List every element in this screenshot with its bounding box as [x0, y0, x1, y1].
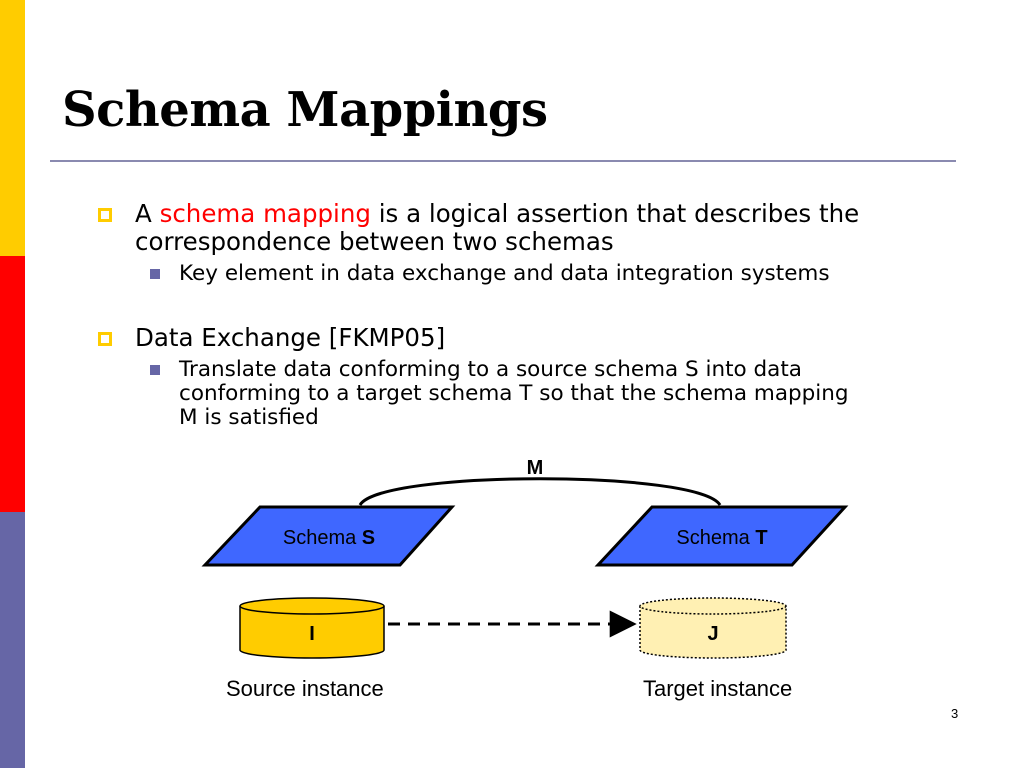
bullet-2-sub-line-2: conforming to a target schema T so that … — [179, 381, 849, 406]
hollow-square-bullet-icon — [98, 332, 112, 346]
schema-target-label: Schema T — [676, 527, 767, 549]
accent-bar-red — [0, 256, 25, 512]
target-instance-database-icon — [639, 597, 787, 659]
hollow-square-bullet-icon — [98, 208, 112, 222]
source-instance-label: I — [309, 623, 315, 645]
schema-source-shape — [201, 505, 456, 567]
filled-square-bullet-icon — [150, 269, 160, 279]
schema-source-label: Schema S — [283, 527, 375, 549]
bullet-1-text: A schema mapping is a logical assertion … — [135, 200, 995, 228]
mapping-label: M — [527, 457, 544, 479]
mapping-arc — [358, 477, 722, 506]
source-instance-database-icon — [239, 597, 385, 659]
schema-target-shape — [594, 505, 849, 567]
schema-target-name: T — [755, 527, 767, 549]
slide-title: Schema Mappings — [62, 82, 548, 138]
schema-source-name: S — [362, 527, 375, 549]
schema-target-prefix: Schema — [676, 527, 755, 549]
target-instance-label: J — [707, 623, 718, 645]
title-underline — [50, 160, 956, 162]
bullet-1-sub: Key element in data exchange and data in… — [179, 261, 830, 286]
bullet-2-sub-line-1: Translate data conforming to a source sc… — [179, 357, 802, 382]
page-number: 3 — [951, 706, 959, 721]
accent-bar-purple — [0, 512, 25, 768]
source-instance-caption: Source instance — [226, 676, 384, 701]
accent-bar-yellow — [0, 0, 25, 256]
bullet-1-prefix: A — [135, 199, 160, 228]
bullet-1-highlight: schema mapping — [159, 199, 371, 228]
bullet-1-suffix: is a logical assertion that describes th… — [370, 199, 860, 228]
bullet-2-text: Data Exchange [FKMP05] — [135, 323, 446, 352]
bullet-2-sub-line-3: M is satisfied — [179, 405, 319, 430]
schema-source-prefix: Schema — [283, 527, 362, 549]
target-instance-caption: Target instance — [643, 676, 793, 701]
filled-square-bullet-icon — [150, 365, 160, 375]
bullet-1-line-2: correspondence between two schemas — [135, 227, 614, 256]
